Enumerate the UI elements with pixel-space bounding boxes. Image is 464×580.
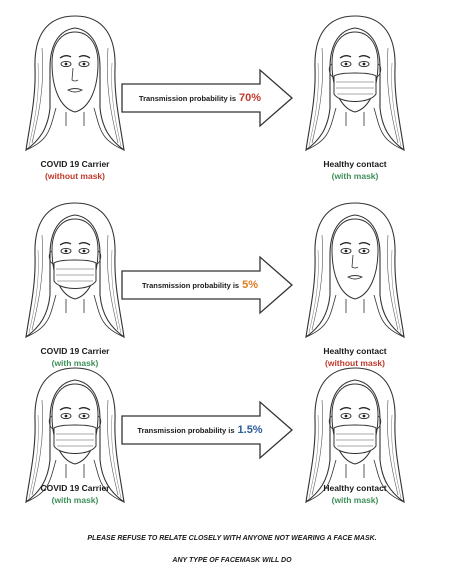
carrier-face-without-mask-illustration <box>20 8 130 158</box>
contact-title: Healthy contact <box>323 346 387 356</box>
carrier-caption: COVID 19 Carrier (with mask) <box>0 482 150 506</box>
carrier-caption: COVID 19 Carrier (with mask) <box>0 345 150 369</box>
contact-mask-status: (with mask) <box>331 495 379 505</box>
contact-caption: Healthy contact (with mask) <box>280 158 430 182</box>
contact-caption: Healthy contact (without mask) <box>280 345 430 369</box>
contact-title: Healthy contact <box>323 483 387 493</box>
footer-note: ANY TYPE OF FACEMASK WILL DO <box>172 557 292 564</box>
contact-title: Healthy contact <box>323 159 387 169</box>
transmission-probability: 5% <box>242 279 258 291</box>
transmission-probability: 70% <box>239 92 262 104</box>
transmission-text: Transmission probability is <box>138 93 237 103</box>
carrier-mask-status: (with mask) <box>51 358 99 368</box>
footer-warning: PLEASE REFUSE TO RELATE CLOSELY WITH ANY… <box>87 535 377 542</box>
contact-mask-status: (with mask) <box>331 171 379 181</box>
contact-face-without-mask-illustration <box>300 195 410 345</box>
carrier-mask-status: (without mask) <box>45 171 105 181</box>
transmission-probability: 1.5% <box>237 424 263 436</box>
carrier-title: COVID 19 Carrier <box>40 346 110 356</box>
transmission-text: Transmission probability is <box>141 280 240 290</box>
carrier-title: COVID 19 Carrier <box>40 483 110 493</box>
carrier-mask-status: (with mask) <box>51 495 99 505</box>
carrier-face-with-mask-illustration <box>20 360 130 510</box>
contact-mask-status: (without mask) <box>325 358 385 368</box>
carrier-face-with-mask-illustration <box>20 195 130 345</box>
carrier-caption: COVID 19 Carrier (without mask) <box>0 158 150 182</box>
contact-face-with-mask-illustration <box>300 8 410 158</box>
contact-face-with-mask-illustration <box>300 360 410 510</box>
contact-caption: Healthy contact (with mask) <box>280 482 430 506</box>
carrier-title: COVID 19 Carrier <box>40 159 110 169</box>
transmission-text: Transmission probability is <box>137 425 235 435</box>
